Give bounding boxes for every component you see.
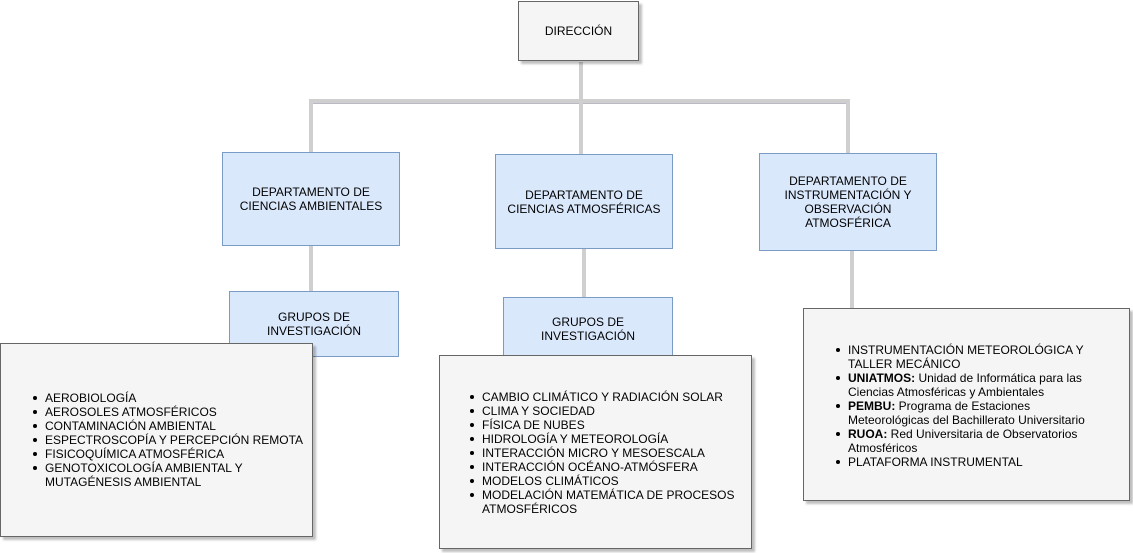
list-item-acronym: RUOA: — [848, 427, 888, 441]
connector-dept2-up — [579, 99, 583, 154]
list-item-text: Programa de Estaciones Meteorológicas de… — [848, 399, 1085, 427]
connector-dept3-list — [850, 251, 854, 308]
list-item-text: Red Universitaria de Observatorios Atmos… — [848, 427, 1078, 455]
list-item-text: Unidad de Informática para las Ciencias … — [848, 371, 1082, 399]
list-item: PEMBU: Programa de Estaciones Meteorológ… — [834, 399, 1112, 427]
connector-root-down — [579, 62, 583, 102]
list-item: PLATAFORMA INSTRUMENTAL — [834, 455, 1112, 469]
list-item: INTERACCIÓN OCÉANO-ATMÓSFERA — [468, 460, 746, 474]
list-item: INSTRUMENTACIÓN METEOROLÓGICA Y TALLER M… — [834, 343, 1112, 371]
dept-ciencias-ambientales-box: DEPARTAMENTO DE CIENCIAS AMBIENTALES — [222, 152, 400, 246]
direccion-label: DIRECCIÓN — [544, 24, 613, 38]
list-instrumentacion: INSTRUMENTACIÓN METEOROLÓGICA Y TALLER M… — [834, 343, 1112, 469]
list-item-text: INSTRUMENTACIÓN METEOROLÓGICA Y TALLER M… — [848, 343, 1084, 371]
list-item: MODELACIÓN MATEMÁTICA DE PROCESOS ATMOSF… — [468, 488, 746, 516]
list-atmosfericas-box: CAMBIO CLIMÁTICO Y RADIACIÓN SOLAR CLIMA… — [439, 355, 752, 549]
list-item: MODELOS CLIMÁTICOS — [468, 474, 746, 488]
direccion-box: DIRECCIÓN — [518, 1, 639, 61]
list-ambientales-box: AEROBIOLOGÍA AEROSOLES ATMOSFÉRICOS CONT… — [0, 343, 313, 537]
dept-instrumentacion-label: DEPARTAMENTO DE INSTRUMENTACIÓN Y OBSERV… — [784, 174, 912, 230]
list-item: HIDROLOGÍA Y METEOROLOGÍA — [468, 432, 746, 446]
list-item: UNIATMOS: Unidad de Informática para las… — [834, 371, 1112, 399]
dept-ciencias-atmosfericas-label: DEPARTAMENTO DE CIENCIAS ATMOSFÉRICAS — [507, 187, 661, 216]
connector-dept1-group — [309, 245, 313, 291]
list-item: ESPECTROSCOPÍA Y PERCEPCIÓN REMOTA — [31, 433, 303, 447]
list-item: AEROSOLES ATMOSFÉRICOS — [31, 405, 303, 419]
dept-ciencias-atmosfericas-box: DEPARTAMENTO DE CIENCIAS ATMOSFÉRICAS — [495, 154, 673, 249]
dept-instrumentacion-box: DEPARTAMENTO DE INSTRUMENTACIÓN Y OBSERV… — [759, 153, 937, 251]
list-item: CONTAMINACIÓN AMBIENTAL — [31, 419, 303, 433]
grupos-investigacion-ambientales-box: GRUPOS DE INVESTIGACIÓN — [229, 291, 399, 357]
list-item: FÍSICA DE NUBES — [468, 418, 746, 432]
grupos-investigacion-atmosfericas-label: GRUPOS DE INVESTIGACIÓN — [540, 315, 635, 343]
list-instrumentacion-box: INSTRUMENTACIÓN METEOROLÓGICA Y TALLER M… — [803, 308, 1130, 501]
list-item: AEROBIOLOGÍA — [31, 391, 303, 405]
list-item: CLIMA Y SOCIEDAD — [468, 404, 746, 418]
list-item-acronym: PEMBU: — [848, 399, 896, 413]
connector-dept1-up — [309, 99, 313, 152]
connector-dept2-group — [582, 249, 586, 297]
list-item-text: PLATAFORMA INSTRUMENTAL — [848, 455, 1023, 469]
list-atmosfericas: CAMBIO CLIMÁTICO Y RADIACIÓN SOLAR CLIMA… — [468, 390, 746, 516]
connector-dept3-up — [846, 99, 850, 153]
grupos-investigacion-atmosfericas-box: GRUPOS DE INVESTIGACIÓN — [503, 297, 673, 357]
list-item: FISICOQUÍMICA ATMOSFÉRICA — [31, 447, 303, 461]
list-ambientales: AEROBIOLOGÍA AEROSOLES ATMOSFÉRICOS CONT… — [31, 391, 303, 489]
list-item: RUOA: Red Universitaria de Observatorios… — [834, 427, 1112, 455]
list-item: CAMBIO CLIMÁTICO Y RADIACIÓN SOLAR — [468, 390, 746, 404]
dept-ciencias-ambientales-label: DEPARTAMENTO DE CIENCIAS AMBIENTALES — [239, 185, 383, 213]
list-item-acronym: UNIATMOS: — [848, 371, 916, 385]
list-item: INTERACCIÓN MICRO Y MESOESCALA — [468, 446, 746, 460]
list-item: GENOTOXICOLOGÍA AMBIENTAL Y MUTAGÉNESIS … — [31, 461, 271, 489]
grupos-investigacion-ambientales-label: GRUPOS DE INVESTIGACIÓN — [266, 310, 361, 338]
